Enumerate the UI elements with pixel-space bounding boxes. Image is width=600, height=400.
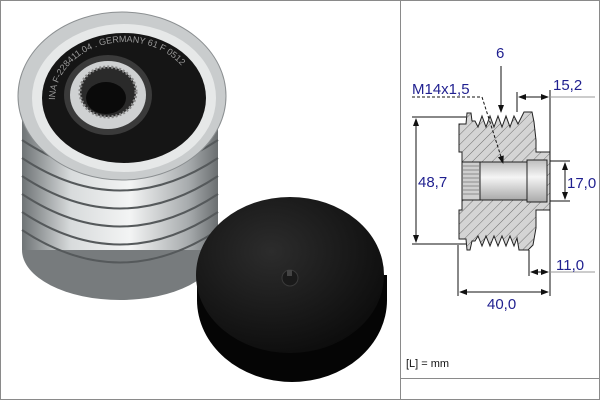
dimension-lines: [412, 66, 595, 296]
panel-divider: [400, 0, 401, 400]
unit-note: [L] = mm: [406, 358, 450, 370]
dim-offset-top: 15,2: [553, 77, 583, 94]
dim-hub-diameter: 17,0: [567, 175, 597, 192]
protective-cap: [196, 197, 387, 382]
dim-overall-width: 40,0: [487, 296, 517, 313]
dim-outer-diameter: 48,7: [418, 174, 448, 191]
footer-divider: [401, 378, 600, 379]
dim-groove-count: 6: [496, 45, 505, 62]
dim-thread: M14x1,5: [412, 81, 470, 98]
dim-offset-bottom: 11,0: [556, 257, 585, 274]
pulley-section: [458, 111, 551, 251]
product-photo: INA F-228411.04 . GERMANY 61 F 0512: [17, 11, 387, 382]
pulley: INA F-228411.04 . GERMANY 61 F 0512: [17, 11, 227, 300]
